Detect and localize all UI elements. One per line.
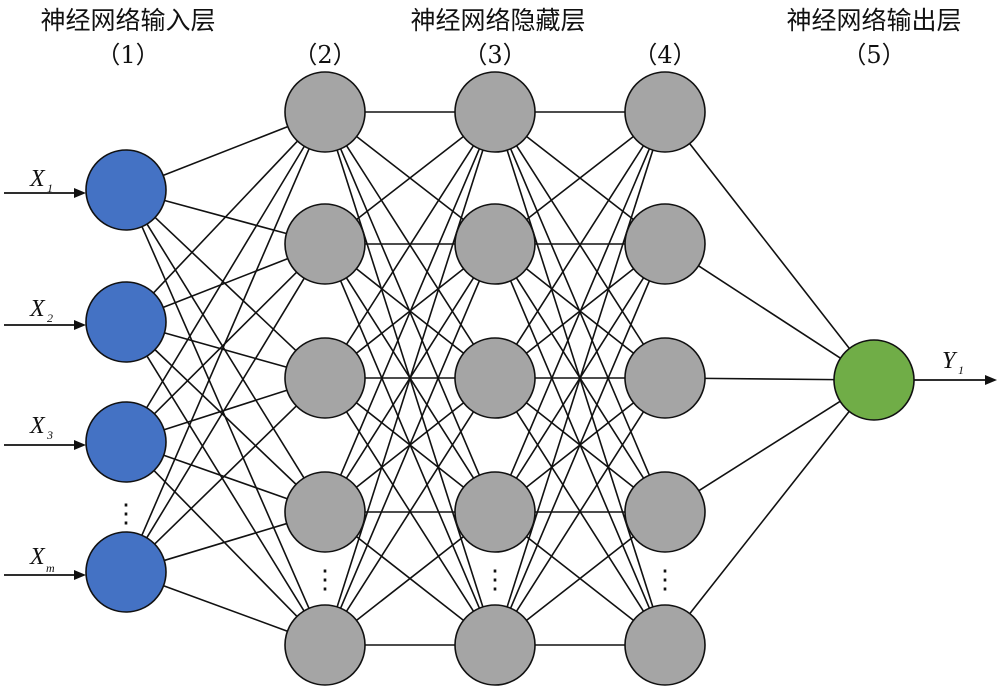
input-label-3: X 3 — [29, 413, 53, 442]
edge-h3n4-output — [698, 400, 841, 492]
hidden-node-l2-5 — [284, 604, 366, 686]
svg-text:1: 1 — [47, 181, 53, 195]
edge-h1n2-h2n1 — [356, 135, 464, 221]
input-node-2 — [85, 281, 167, 363]
edge-input4-h1n5 — [163, 585, 288, 632]
output-layer-title: 神经网络输出层 — [786, 6, 961, 35]
layer-number-1: （1） — [96, 41, 159, 69]
edge-h2n3-h3n1 — [515, 145, 645, 345]
input-label-m: X m — [29, 544, 55, 575]
edge-input4-h1n1 — [141, 148, 310, 536]
edge-h3n3-output — [704, 377, 835, 381]
layer-number-5: （5） — [842, 41, 905, 69]
hidden-node-l4-2 — [624, 203, 706, 285]
hidden-node-l4-1 — [624, 71, 706, 153]
svg-text:X: X — [29, 296, 46, 322]
io-arrows — [4, 188, 997, 580]
layer-number-4: （4） — [633, 41, 696, 69]
hidden-node-l3-3 — [454, 337, 536, 419]
svg-text:Y: Y — [942, 348, 958, 374]
hidden-ellipsis-2: ⋮ — [312, 565, 338, 595]
input-ellipsis: ⋮ — [113, 499, 139, 529]
input-arrow-1 — [4, 188, 86, 198]
input-layer-title: 神经网络输入层 — [40, 6, 215, 35]
output-arrow — [914, 375, 997, 385]
edge-input2-h1n3 — [164, 332, 287, 368]
hidden-node-l3-1 — [454, 71, 536, 153]
edge-input3-h1n4 — [163, 454, 288, 500]
layer-number-3: （3） — [463, 41, 526, 69]
edge-h1n5-h2n4 — [356, 536, 464, 621]
svg-text:X: X — [29, 166, 46, 192]
edge-h3n2-output — [698, 265, 841, 359]
edge-h1n3-h2n1 — [345, 145, 475, 345]
edge-h1n4-h2n1 — [339, 148, 481, 476]
hidden-node-l4-5 — [624, 604, 706, 686]
edge-h1n5-h2n3 — [345, 411, 475, 612]
output-label: Y 1 — [942, 348, 964, 377]
hidden-node-l4-4 — [624, 471, 706, 553]
input-arrow-3 — [4, 440, 86, 450]
edge-input3-h1n1 — [145, 145, 306, 409]
input-arrow-2 — [4, 320, 86, 330]
svg-text:X: X — [29, 544, 46, 570]
svg-text:1: 1 — [958, 363, 964, 377]
layer-number-2: （2） — [293, 41, 356, 69]
edge-h2n4-h3n1 — [509, 148, 651, 476]
hidden-node-l4-3 — [624, 337, 706, 419]
hidden-node-l2-4 — [284, 471, 366, 553]
hidden-node-l3-2 — [454, 203, 536, 285]
svg-text:3: 3 — [46, 428, 53, 442]
edge-h2n5-h3n2 — [509, 280, 651, 609]
edge-input2-h1n2 — [162, 257, 289, 309]
hidden-node-l2-1 — [284, 71, 366, 153]
input-arrow-4 — [4, 570, 86, 580]
edge-h2n2-h3n1 — [526, 135, 634, 221]
edge-input1-h1n3 — [154, 216, 297, 352]
edge-input3-h1n5 — [153, 470, 298, 617]
edge-input4-h1n3 — [154, 405, 297, 545]
svg-text:2: 2 — [47, 311, 53, 325]
edge-h1n5-h2n2 — [339, 280, 481, 609]
svg-text:m: m — [46, 561, 55, 575]
edge-input4-h1n4 — [164, 522, 287, 562]
edge-h3n1-output — [688, 143, 851, 349]
input-label-2: X 2 — [29, 296, 53, 325]
edge-input2-h1n1 — [152, 140, 299, 294]
hidden-ellipsis-3: ⋮ — [482, 565, 508, 595]
hidden-node-l3-5 — [454, 604, 536, 686]
edge-input3-h1n3 — [163, 389, 288, 431]
edge-h3n5-output — [689, 410, 850, 615]
hidden-node-l2-2 — [284, 203, 366, 285]
edge-input4-h1n2 — [146, 277, 305, 539]
edge-input2-h1n4 — [154, 349, 297, 485]
svg-text:X: X — [29, 413, 46, 439]
nodes — [85, 71, 915, 686]
edge-input1-h1n4 — [146, 223, 305, 479]
hidden-layer-title: 神经网络隐藏层 — [410, 6, 585, 35]
hidden-ellipsis-4: ⋮ — [652, 565, 678, 595]
edge-h2n5-h3n4 — [526, 536, 634, 621]
input-node-3 — [85, 401, 167, 483]
edge-input1-h1n1 — [162, 125, 289, 177]
hidden-node-l2-3 — [284, 337, 366, 419]
input-node-1 — [85, 149, 167, 231]
input-label-1: X 1 — [29, 166, 53, 195]
edge-h2n5-h3n3 — [515, 411, 645, 612]
output-node — [833, 339, 915, 421]
input-node-4 — [85, 531, 167, 613]
hidden-node-l3-4 — [454, 471, 536, 553]
edge-input2-h1n5 — [146, 355, 305, 612]
